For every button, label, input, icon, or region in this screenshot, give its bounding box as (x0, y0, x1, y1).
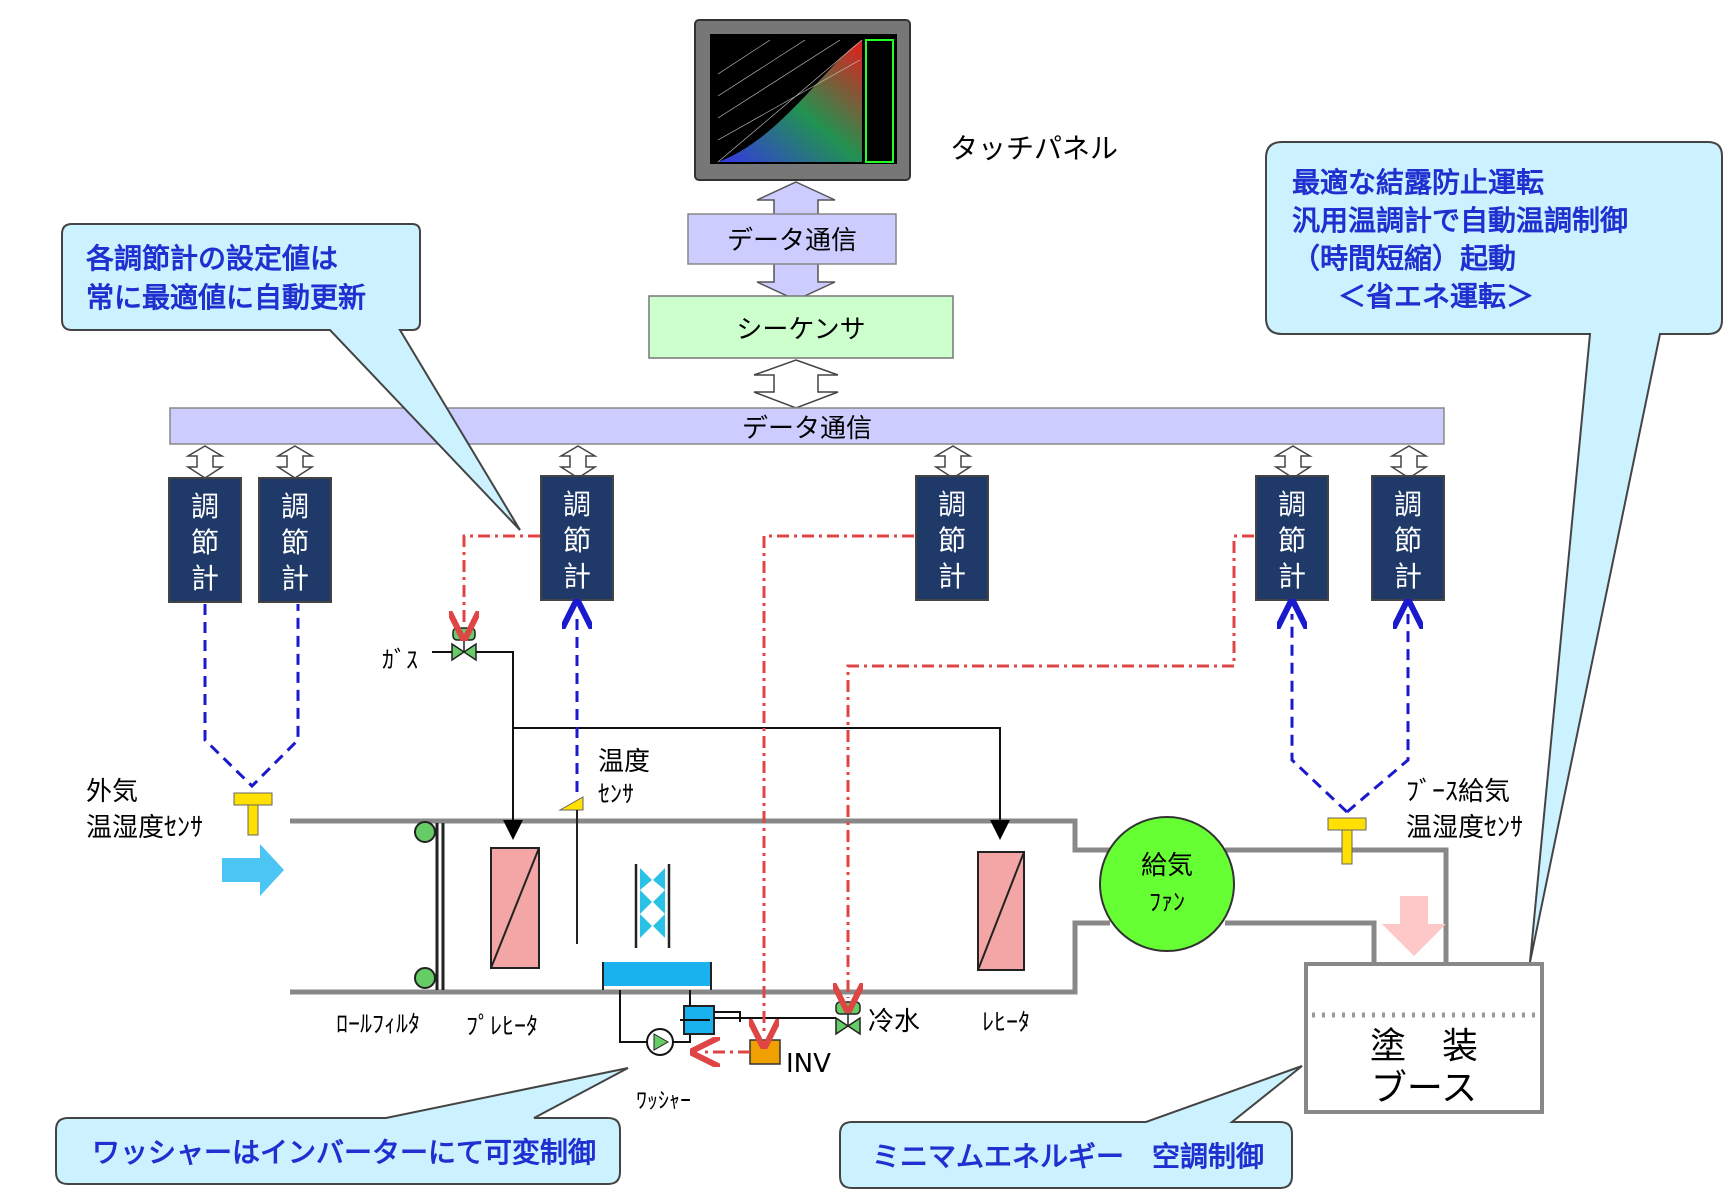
reheater-coil-icon (977, 851, 1025, 971)
booth-sensor-label-1: ﾌﾞｰｽ給気 (1406, 777, 1510, 807)
psychrometric-chart-icon (717, 39, 894, 163)
supply-fan-icon (1099, 816, 1235, 952)
roll-filter-label: ﾛｰﾙﾌｨﾙﾀ (336, 1010, 420, 1038)
controller-label: 節 (563, 524, 591, 557)
data-comm-box-top (687, 213, 897, 265)
double-arrow-icon (1389, 445, 1429, 479)
controller-label: 計 (1278, 560, 1306, 593)
preheater-coil-icon (490, 847, 540, 969)
preheater-label: ﾌﾟﾚﾋｰﾀ (466, 1012, 538, 1040)
chilled-water-label: 冷水 (868, 1007, 920, 1037)
inv-label: INV (786, 1049, 831, 1079)
double-arrow-icon (558, 445, 598, 479)
callout-dew-line4: ＜省エネ運転＞ (1338, 280, 1534, 313)
controller-label: 節 (938, 524, 966, 557)
double-arrow-icon (275, 445, 315, 479)
controller-label: 計 (281, 562, 309, 595)
gas-label: ｶﾞｽ (382, 646, 418, 674)
callout-dew-prevention: 最適な結露防止運転 汎用温調計で自動温調制御 （時間短縮）起動 ＜省エネ運転＞ (1265, 141, 1723, 963)
double-arrow-icon (753, 359, 839, 409)
callout-energy: ミニマムエネルギー 空調制御 (839, 1065, 1303, 1189)
washer-label: ﾜｯｼｬｰ (636, 1089, 691, 1114)
washer-icon (602, 864, 741, 1056)
double-arrow-icon (185, 445, 225, 479)
chilled-water-valve-icon (835, 1001, 861, 1036)
airflow-arrow-icon (222, 844, 284, 896)
controller-label: 節 (1278, 524, 1306, 557)
controller-label: 調 (281, 490, 309, 523)
airflow-down-arrow-icon (1382, 896, 1446, 956)
controller-label: 計 (938, 560, 966, 593)
callout-setpoint-line2: 常に最適値に自動更新 (86, 281, 366, 314)
paint-booth-label-1: 塗 装 (1370, 1026, 1478, 1067)
callout-dew-line2: 汎用温調計で自動温調制御 (1292, 204, 1628, 237)
booth-sensor-icon (1327, 817, 1367, 865)
double-arrow-icon (1273, 445, 1313, 479)
controller-label: 調 (938, 488, 966, 521)
outside-sensor-label-1: 外気 (86, 777, 138, 807)
paint-booth-label-2: ブース (1371, 1068, 1477, 1109)
supply-fan-label-1: 給気 (1141, 851, 1193, 881)
touch-panel-monitor (694, 19, 911, 181)
controller-label: 調 (1278, 488, 1306, 521)
controller-label: 節 (191, 526, 219, 559)
temp-sensor-label-1: 温度 (598, 747, 650, 777)
temp-sensor-label-2: ｾﾝｻ (598, 780, 634, 808)
controller-6 (1371, 475, 1445, 601)
touch-panel-label: タッチパネル (950, 132, 1118, 165)
sensor-signal-line (1292, 614, 1349, 814)
sensor-signal-line (1346, 614, 1408, 814)
controller-label: 節 (1394, 524, 1422, 557)
outside-sensor-label-2: 温湿度ｾﾝｻ (86, 813, 203, 843)
inverter-icon (749, 1039, 781, 1065)
data-comm-top-label: データ通信 (727, 226, 857, 256)
controller-label: 調 (1394, 488, 1422, 521)
callout-washer-text: ワッシャーはインバーターにて可変制御 (92, 1136, 596, 1169)
temperature-sensor-icon (558, 796, 584, 944)
sensor-signal-line (203, 604, 300, 789)
supply-fan-label-2: ﾌｧﾝ (1149, 888, 1185, 916)
control-signal-line (764, 534, 914, 1034)
controller-label: 節 (281, 526, 309, 559)
roll-filter-icon (414, 821, 445, 990)
data-comm-bus-label: データ通信 (742, 414, 872, 444)
callout-energy-text: ミニマムエネルギー 空調制御 (872, 1140, 1264, 1173)
controller-label: 計 (563, 560, 591, 593)
sequencer-label: シーケンサ (736, 315, 865, 345)
controller-label: 調 (191, 490, 219, 523)
controller-label: 計 (191, 562, 219, 595)
controller-1 (168, 477, 242, 603)
double-arrow-icon (933, 445, 973, 479)
outside-sensor-icon (233, 792, 273, 836)
sequencer-box (648, 295, 954, 359)
callout-setpoint: 各調節計の設定値は 常に最適値に自動更新 (61, 223, 521, 531)
gas-valve-icon (451, 627, 477, 662)
paint-booth (1304, 962, 1544, 1114)
callout-setpoint-line1: 各調節計の設定値は (85, 242, 338, 275)
controller-2 (258, 477, 332, 603)
data-comm-bus (169, 407, 1445, 445)
controller-3 (540, 475, 614, 601)
callout-dew-line1: 最適な結露防止運転 (1292, 166, 1544, 199)
control-signal-line (464, 534, 540, 626)
controller-4 (915, 475, 989, 601)
air-duct (290, 818, 1449, 995)
controller-label: 計 (1394, 560, 1422, 593)
reheater-label: ﾚﾋｰﾀ (982, 1008, 1030, 1036)
control-signal-line (848, 534, 1254, 998)
callout-washer: ワッシャーはインバーターにて可変制御 (55, 1067, 629, 1185)
callout-dew-line3: （時間短縮）起動 (1292, 242, 1516, 275)
booth-sensor-label-2: 温湿度ｾﾝｻ (1406, 813, 1523, 843)
controller-label: 調 (563, 488, 591, 521)
